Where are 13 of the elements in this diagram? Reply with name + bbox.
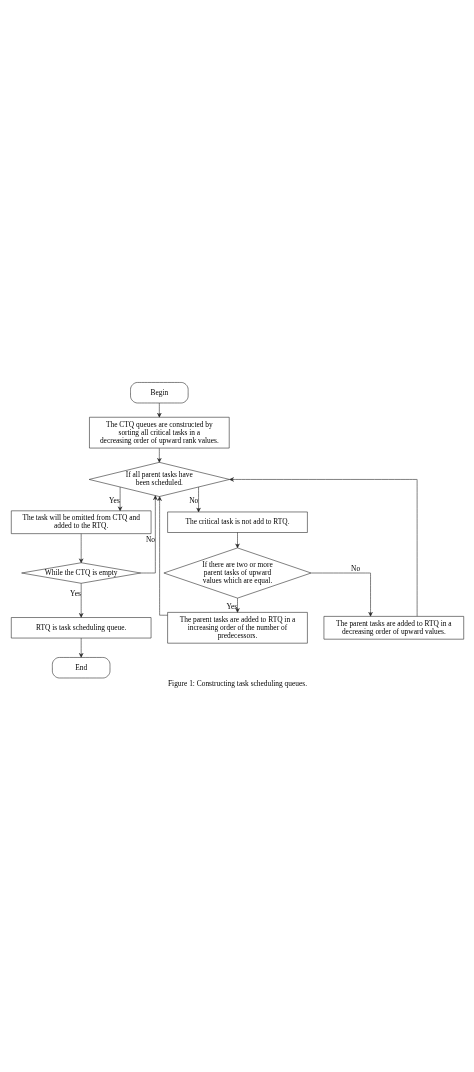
arrow: [157, 495, 168, 615]
arrow: [228, 476, 417, 616]
arrow: [234, 531, 240, 548]
arrow: [234, 597, 240, 613]
arrow: [78, 637, 83, 658]
arrow: [156, 402, 161, 417]
arrow: [310, 572, 373, 616]
arrow: [195, 486, 201, 512]
arrow: [156, 447, 161, 463]
arrow: [78, 582, 83, 618]
arrow: [117, 486, 122, 511]
arrow: [139, 494, 157, 573]
arrow: [78, 532, 83, 563]
